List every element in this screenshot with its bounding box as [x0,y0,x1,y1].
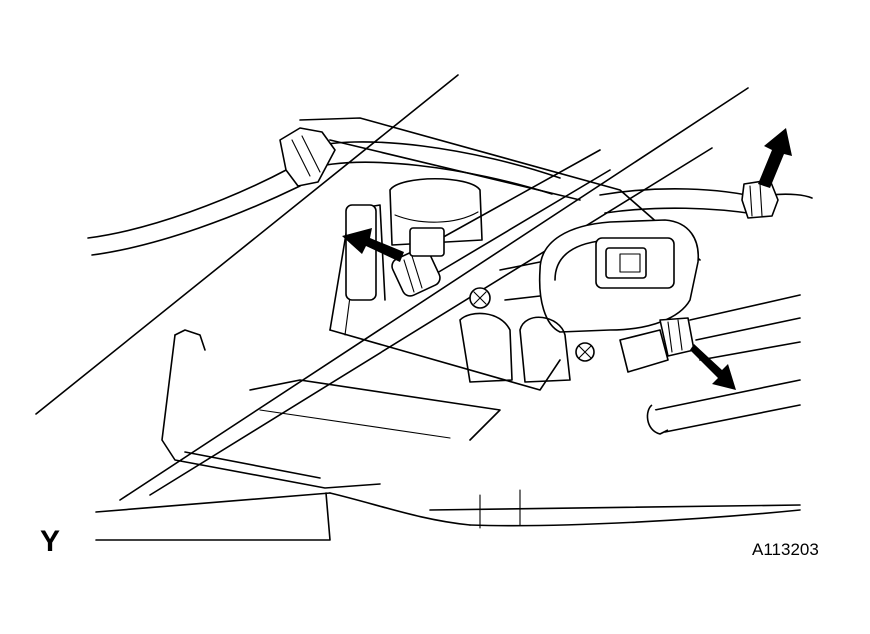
right-hose [599,179,813,219]
figure-code-label: A113203 [752,540,819,559]
valve-assembly [459,219,700,383]
diagonal-brace-lines [35,74,749,501]
callout-arrows [342,128,792,390]
arrow-icon [690,344,736,390]
canister-tray [161,329,501,489]
lower-hoses [619,294,801,435]
arrow-icon [758,128,792,188]
view-letter-label: Y [40,525,61,558]
top-hose [279,127,561,195]
vehicle-body-outline [87,167,801,541]
arrow-icon [342,228,404,262]
purge-hose [391,149,611,297]
